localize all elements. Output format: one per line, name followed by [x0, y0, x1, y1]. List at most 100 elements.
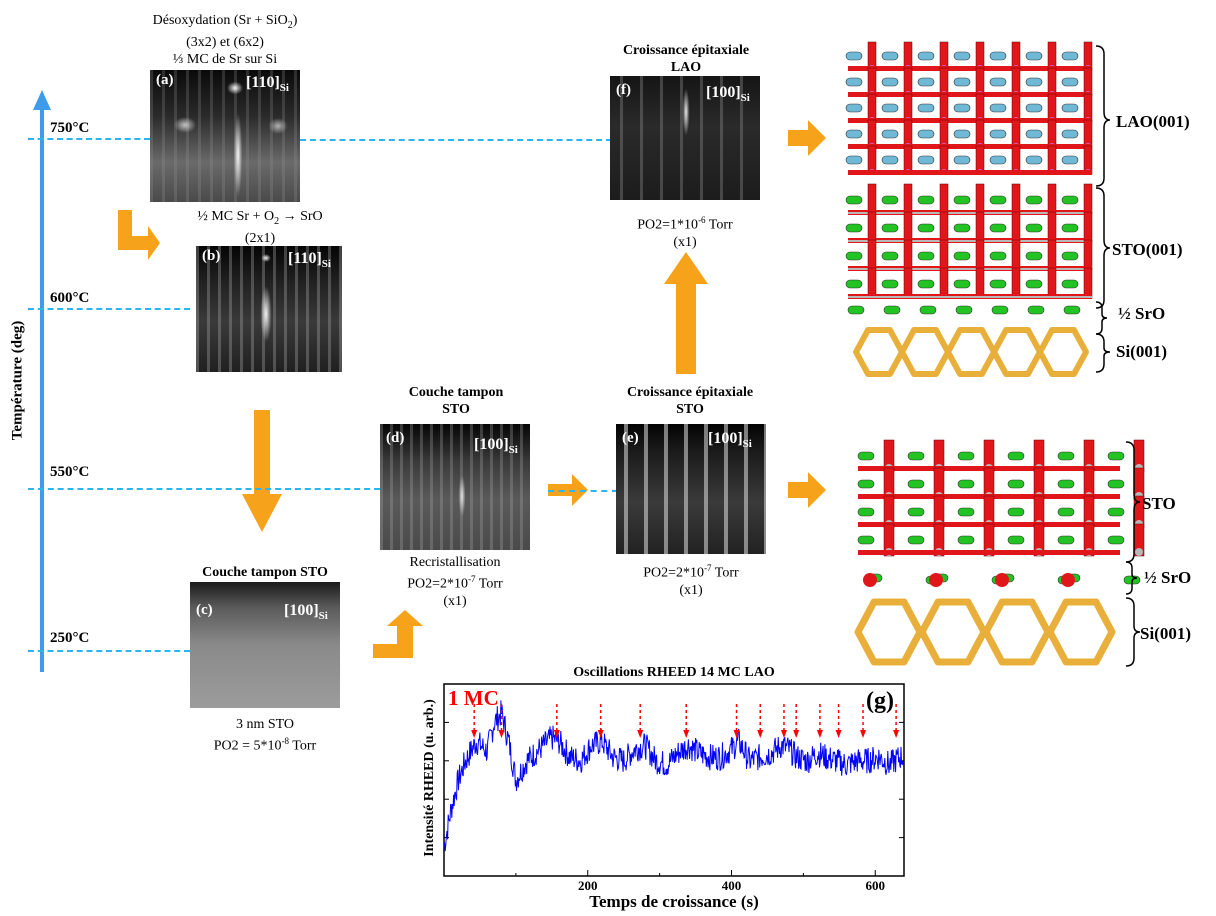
- sr-atom: [1057, 479, 1075, 489]
- arrow-a-to-b: [118, 210, 160, 260]
- temp-550: 550°C: [50, 464, 90, 480]
- brace-lao: [1095, 45, 1111, 187]
- level-line-550-left: [28, 488, 380, 490]
- temp-600: 600°C: [50, 290, 90, 306]
- la-atom: [989, 77, 1007, 87]
- rheed-image-d: (d) [100]Si: [380, 424, 530, 550]
- ti-o-octahedron: [1083, 239, 1093, 271]
- arrow-f-to-structure: [788, 120, 826, 156]
- sr-atom: [989, 251, 1007, 261]
- step-a-caption: Désoxydation (Sr + SiO2) (3x2) et (6x2) …: [152, 13, 298, 67]
- silicon-ring: [1046, 598, 1116, 666]
- silicon-ring: [853, 327, 905, 377]
- step-c-title: Couche tampon STO: [202, 565, 328, 580]
- sr-atom: [907, 451, 925, 461]
- direction-label-f: [100]Si: [706, 84, 750, 105]
- sr-atom: [881, 251, 899, 261]
- monolayer-marker-head: [757, 730, 764, 738]
- la-atom: [845, 51, 863, 61]
- sr-atom: [917, 223, 935, 233]
- level-line-750-left: [28, 138, 150, 140]
- structure-label-si: Si(001): [1116, 342, 1167, 361]
- rheed-image-c: (c) [100]Si: [190, 582, 340, 708]
- step-d-title: Couche tampon STO: [408, 385, 504, 417]
- la-atom: [917, 155, 935, 165]
- la-atom: [881, 51, 899, 61]
- monolayer-marker-head: [553, 730, 560, 738]
- la-atom: [1025, 51, 1043, 61]
- arrow-e-to-structure: [788, 472, 826, 508]
- la-atom: [953, 155, 971, 165]
- x-tick-label: 400: [721, 878, 742, 893]
- la-atom: [881, 77, 899, 87]
- ti-o-octahedron: [1047, 239, 1057, 271]
- x-tick-label: 600: [865, 878, 886, 893]
- ti-o-octahedron: [903, 267, 913, 299]
- structure-label-lao: LAO(001): [1116, 112, 1190, 131]
- sr-atom: [1025, 251, 1043, 261]
- ti-chain: [848, 212, 1092, 214]
- sr-atom: [917, 195, 935, 205]
- sr-atom: [881, 195, 899, 205]
- ti-o-octahedron: [1011, 183, 1021, 215]
- rheed-image-e: (e) [100]Si: [616, 424, 766, 554]
- silicon-ring: [945, 327, 997, 377]
- sr-atom: [1057, 451, 1075, 461]
- brace-sro: [1095, 301, 1108, 335]
- ti-o-octahedron: [1047, 211, 1057, 243]
- sr-atom: [857, 535, 875, 545]
- chart-y-label: Intensité RHEED (u. arb.): [422, 699, 437, 857]
- ti-chain: [848, 240, 1092, 242]
- chart-panel-label: (g): [866, 688, 894, 714]
- level-line-550-mid: [548, 490, 618, 492]
- monolayer-marker-head: [498, 730, 505, 738]
- la-atom: [845, 77, 863, 87]
- temperature-axis-label: Température (deg): [9, 320, 26, 441]
- direction-label-d: [100]Si: [474, 436, 518, 457]
- structure-braces: [1095, 45, 1141, 667]
- structure-lao-sto-si: [845, 41, 1093, 377]
- chart-x-label: Temps de croissance (s): [589, 892, 759, 911]
- structure-label-sro-bottom: ½ SrO: [1144, 568, 1192, 587]
- sr-atom: [989, 223, 1007, 233]
- rheed-oscillation-chart: [443, 683, 905, 877]
- o-atom: [929, 573, 943, 587]
- sr-atom: [1025, 279, 1043, 289]
- monolayer-marker-head: [793, 730, 800, 738]
- sr-atom: [917, 279, 935, 289]
- sr-atom: [953, 279, 971, 289]
- rheed-image-a: (a) [110]Si: [150, 70, 300, 202]
- monolayer-marker-head: [683, 730, 690, 738]
- la-atom: [1061, 103, 1079, 113]
- chart-ticks: [444, 721, 904, 876]
- o-chain: [848, 144, 1092, 149]
- sr-atom: [907, 479, 925, 489]
- structure-label-sro: ½ SrO: [1118, 304, 1166, 323]
- silicon-ring: [1037, 327, 1089, 377]
- silicon-ring: [991, 327, 1043, 377]
- o-chain: [858, 550, 1120, 555]
- monolayer-marker-head: [860, 730, 867, 738]
- temp-250: 250°C: [50, 630, 90, 646]
- sr-atom: [1107, 479, 1125, 489]
- silicon-ring: [854, 598, 924, 666]
- rheed-image-b: (b) [110]Si: [196, 246, 342, 372]
- direction-label-a: [110]Si: [246, 74, 289, 95]
- ti-o-octahedron: [867, 211, 877, 243]
- direction-label-b: [110]Si: [288, 250, 331, 271]
- ti-o-octahedron: [1083, 267, 1093, 299]
- sr-atom: [955, 305, 973, 315]
- la-atom: [917, 51, 935, 61]
- sr-atom: [1061, 279, 1079, 289]
- sr-atom: [1025, 195, 1043, 205]
- la-atom: [845, 129, 863, 139]
- sr-atom: [1057, 507, 1075, 517]
- monolayer-marker-head: [597, 730, 604, 738]
- o-atom: [1061, 573, 1075, 587]
- sr-atom: [845, 195, 863, 205]
- la-atom: [881, 103, 899, 113]
- structure-label-si-bottom: Si(001): [1140, 624, 1191, 643]
- silicon-ring: [982, 598, 1052, 666]
- ti-o-octahedron: [1047, 183, 1057, 215]
